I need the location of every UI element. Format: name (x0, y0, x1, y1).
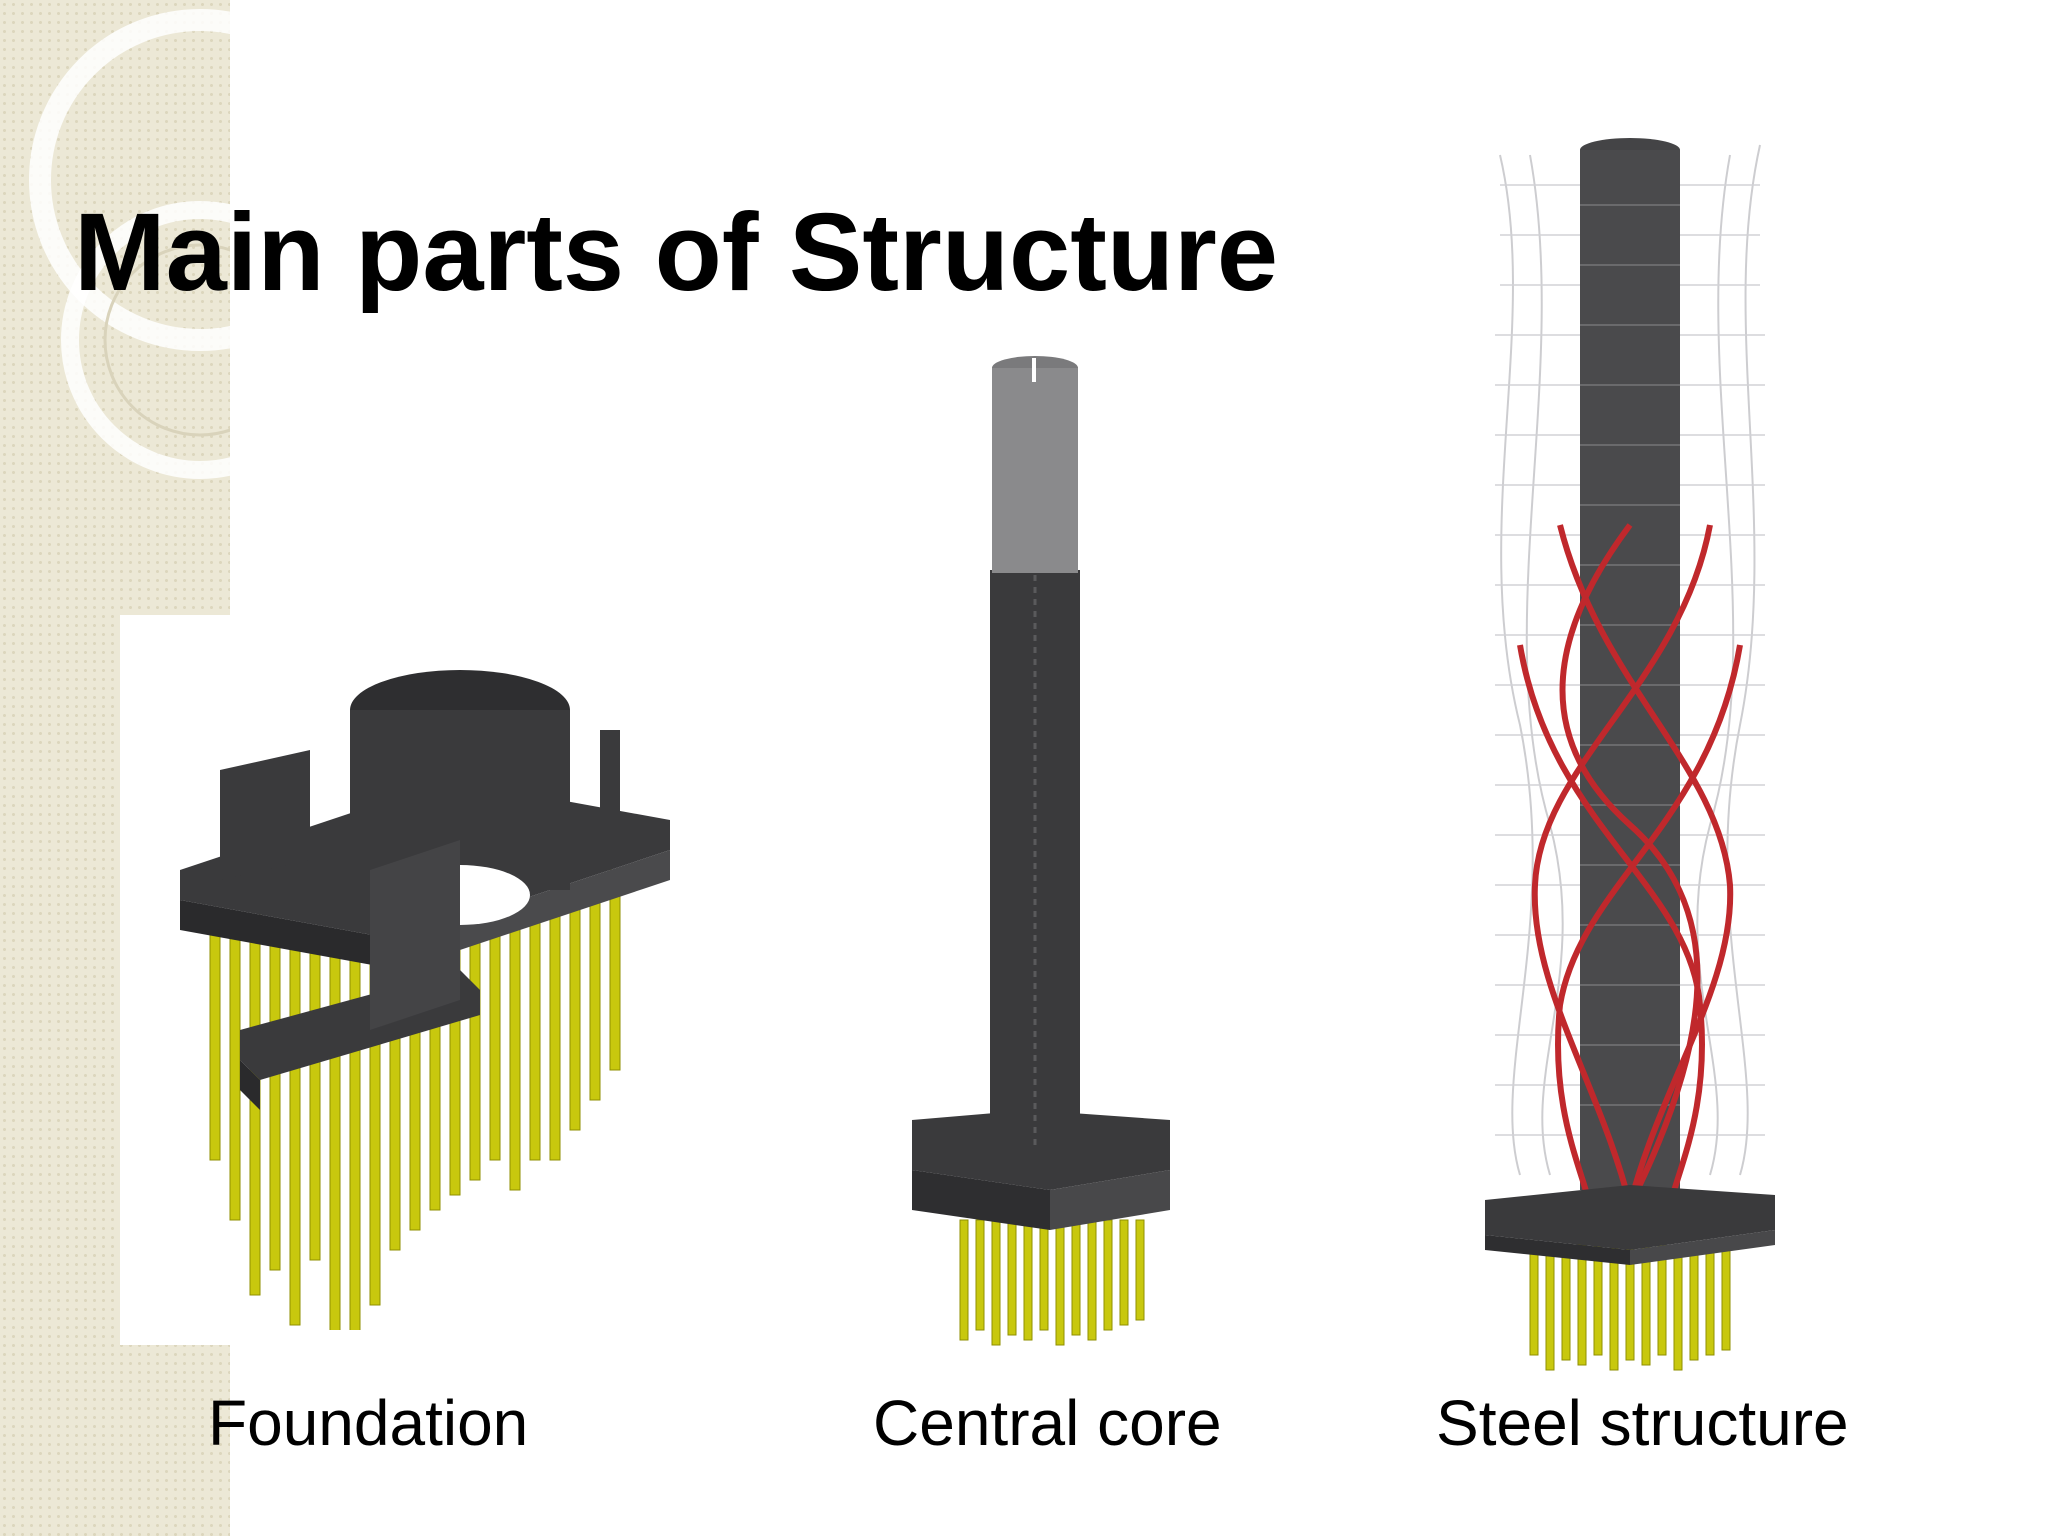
central-core-model-illustration (912, 356, 1170, 1346)
foundation-model-illustration (180, 670, 670, 1396)
central-core-caption: Central core (873, 1387, 1222, 1459)
steel-structure-caption: Steel structure (1436, 1387, 1849, 1459)
central-core-figure (900, 350, 1190, 1355)
foundation-caption: Foundation (208, 1387, 529, 1459)
steel-structure-model-illustration (1485, 138, 1775, 1371)
foundation-figure (160, 670, 700, 1396)
decorative-circles (29, 9, 230, 479)
steel-structure-figure (1480, 125, 1780, 1380)
page-title: Main parts of Structure (74, 190, 1279, 314)
